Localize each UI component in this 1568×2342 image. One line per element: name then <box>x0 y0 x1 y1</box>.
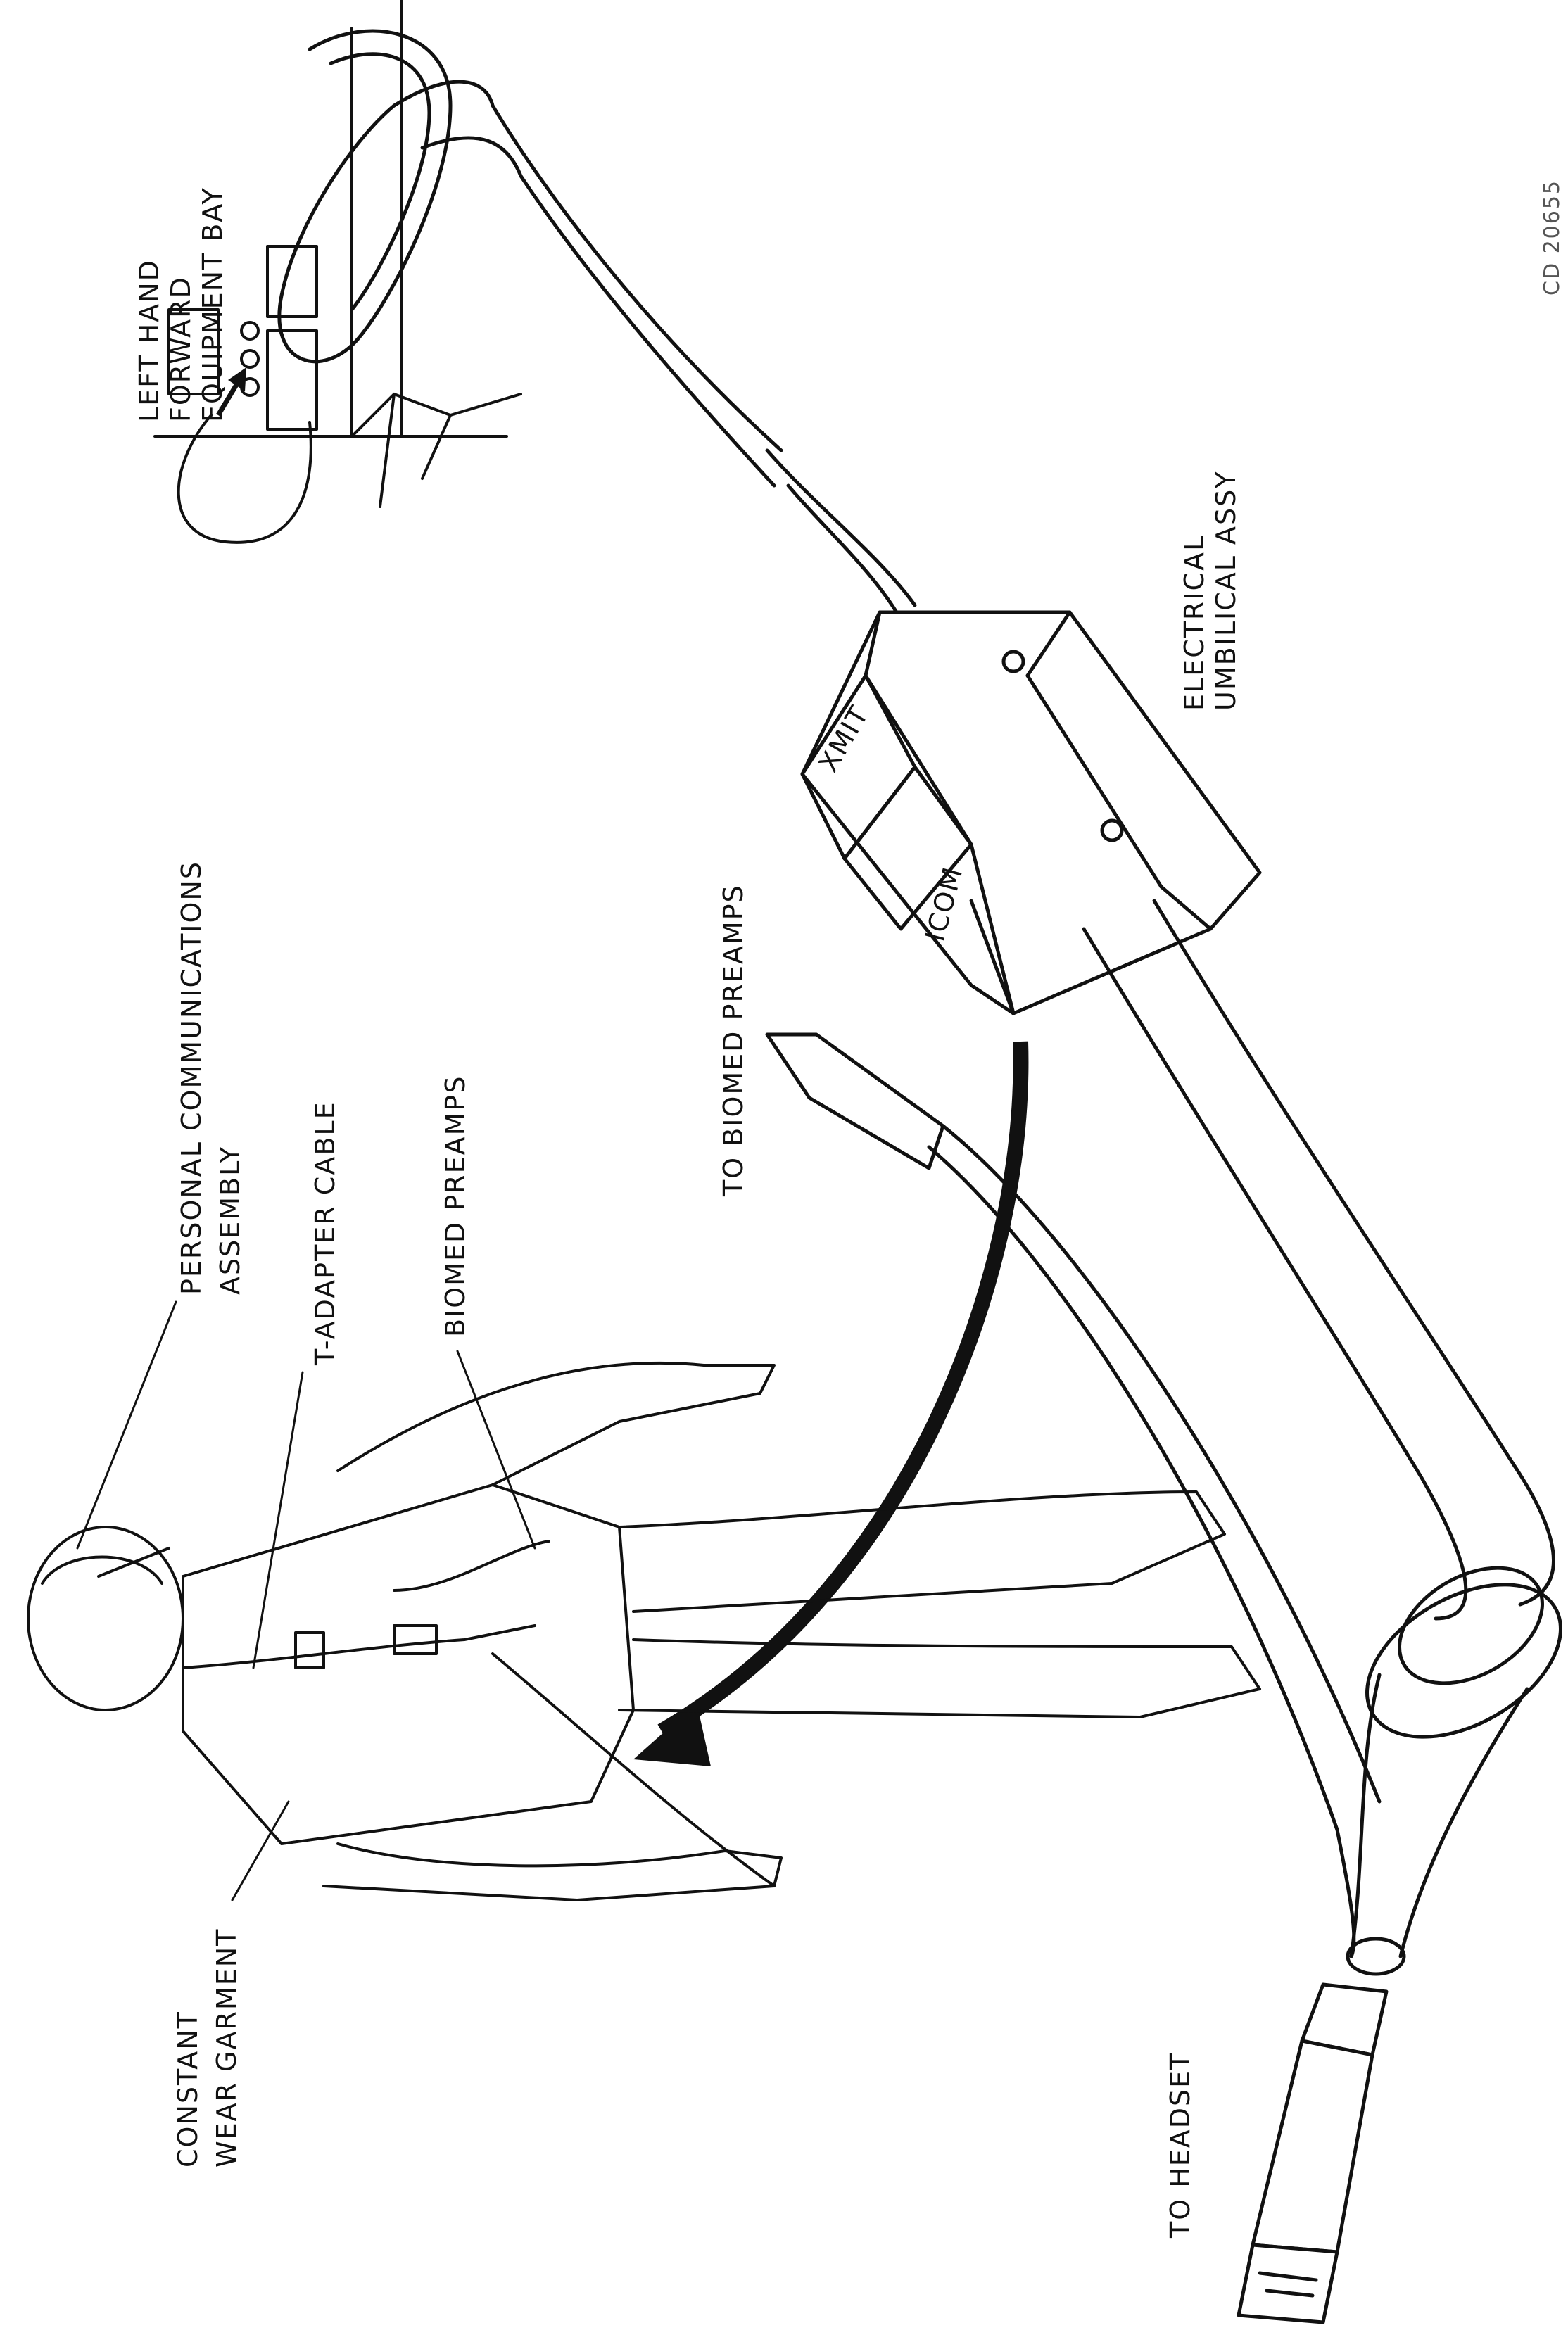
figure-id: CD 20655 <box>1540 179 1564 296</box>
umbilical-line-2: UMBILICAL ASSY <box>1210 471 1241 711</box>
garment-line-1: CONSTANT <box>172 2011 203 2167</box>
pca-line-2: ASSEMBLY <box>215 1146 246 1295</box>
umbilical-line-1: ELECTRICAL <box>1179 535 1210 711</box>
label-biomed-top: TO BIOMED PREAMPS <box>718 884 749 1197</box>
headset-connector <box>1239 1985 1386 2322</box>
pca-line-1: PERSONAL COMMUNICATIONS <box>176 861 207 1295</box>
bay-line-2: FORWARD <box>165 276 196 422</box>
label-garment: CONSTANT WEAR GARMENT <box>172 1928 242 2167</box>
leader-lines <box>77 1302 535 1900</box>
label-headset: TO HEADSET <box>1165 2052 1196 2239</box>
astronaut-figure <box>28 1363 1260 1900</box>
label-bay: LEFT HAND FORWARD EQUIPMENT BAY <box>134 186 228 422</box>
bay-line-1: LEFT HAND <box>134 259 165 422</box>
label-tadapter: T-ADAPTER CABLE <box>310 1101 341 1366</box>
garment-line-2: WEAR GARMENT <box>211 1928 242 2167</box>
umbilical-hose-coil <box>279 31 915 619</box>
label-pca: PERSONAL COMMUNICATIONS ASSEMBLY <box>176 861 246 1295</box>
label-preamps: BIOMED PREAMPS <box>440 1075 471 1337</box>
label-umbilical: ELECTRICAL UMBILICAL ASSY <box>1179 471 1241 711</box>
bay-line-3: EQUIPMENT BAY <box>197 186 228 422</box>
